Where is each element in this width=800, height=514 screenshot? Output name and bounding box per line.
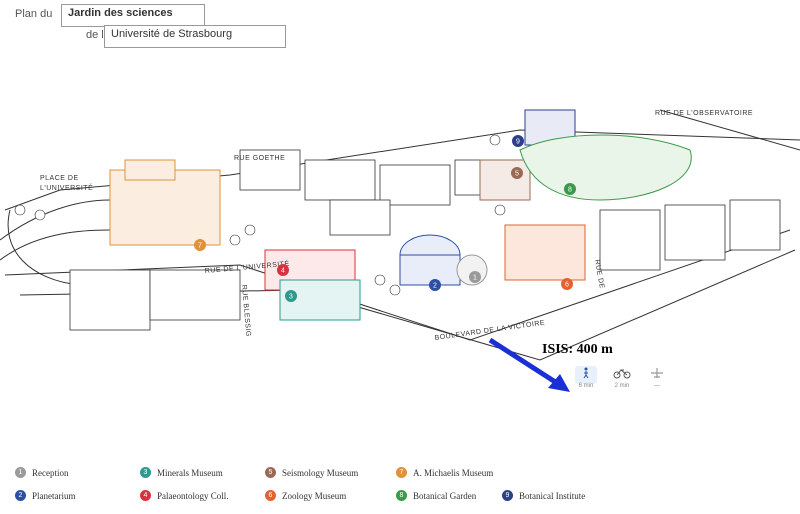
legend-item-michaelis: 7 A. Michaelis Museum <box>396 467 493 478</box>
title-jardin: Jardin des sciences <box>68 7 173 19</box>
svg-text:8: 8 <box>568 187 572 194</box>
legend-item-seismology: 5 Seismology Museum <box>265 467 358 478</box>
street-place-1: PLACE DE <box>40 175 79 182</box>
legend-label: A. Michaelis Museum <box>413 467 494 478</box>
isis-arrow <box>488 337 562 388</box>
street-observatoire: RUE DE L'OBSERVATOIRE <box>655 110 753 117</box>
svg-text:6: 6 <box>565 282 569 289</box>
legend-dot: 6 <box>265 490 276 501</box>
marker-1-label: 1 <box>473 275 477 282</box>
svg-text:9: 9 <box>516 139 520 146</box>
marker-institute <box>512 135 524 147</box>
title-field-universite: Université de Strasbourg <box>104 25 286 48</box>
legend-label: Seismology Museum <box>282 467 359 478</box>
street-blessig: RUE BLESSIG <box>240 285 252 338</box>
legend-item-reception: 1 Reception <box>15 467 69 478</box>
legend-dot: 4 <box>140 490 151 501</box>
legend-dot: 8 <box>396 490 407 501</box>
legend-item-garden: 8 Botanical Garden <box>396 490 476 501</box>
plane-icon <box>651 368 663 378</box>
street-victoire: BOULEVARD DE LA VICTOIRE <box>434 320 545 342</box>
marker-michaelis <box>194 239 206 251</box>
title-de: de l' <box>86 29 106 41</box>
legend-label: Botanical Garden <box>413 490 477 501</box>
legend-dot: 1 <box>15 467 26 478</box>
svg-text:5: 5 <box>515 171 519 178</box>
svg-text:2: 2 <box>433 283 437 290</box>
legend-item-zoology: 6 Zoology Museum <box>265 490 346 501</box>
bike-time: 2 min <box>614 383 630 389</box>
legend-item-minerals: 3 Minerals Museum <box>140 467 223 478</box>
legend-label: Botanical Institute <box>519 490 586 501</box>
legend-dot: 5 <box>265 467 276 478</box>
svg-text:4: 4 <box>281 268 285 275</box>
campus-map: RUE GOETHE RUE DE L'OBSERVATOIRE BOULEVA… <box>0 109 800 392</box>
bike-icon <box>613 369 631 379</box>
isis-distance: ISIS: 400 m <box>542 342 613 357</box>
marker-planetarium <box>429 279 441 291</box>
legend-label: Minerals Museum <box>157 467 223 478</box>
marker-palaeontology <box>277 264 289 276</box>
legend-dot: 7 <box>396 467 407 478</box>
legend-item-planetarium: 2 Planetarium <box>15 490 76 501</box>
walk-time: 6 min <box>578 383 594 389</box>
marker-garden <box>564 183 576 195</box>
title-universite: Université de Strasbourg <box>111 28 233 40</box>
marker-minerals <box>285 290 297 302</box>
svg-text:3: 3 <box>289 294 293 301</box>
legend-item-palaeontology: 4 Palaeontology Coll. <box>140 490 229 501</box>
bike-mode[interactable] <box>611 366 633 384</box>
legend-label: Zoology Museum <box>282 490 347 501</box>
legend-label: Palaeontology Coll. <box>157 490 229 501</box>
walk-icon <box>583 367 589 379</box>
plane-time: — <box>654 383 660 389</box>
street-goethe: RUE GOETHE <box>234 155 285 162</box>
plane-mode[interactable] <box>646 366 668 384</box>
legend-dot: 9 <box>502 490 513 501</box>
legend-dot: 2 <box>15 490 26 501</box>
marker-seismology <box>511 167 523 179</box>
legend-label: Planetarium <box>32 490 76 501</box>
marker-reception <box>469 271 481 283</box>
street-place-2: L'UNIVERSITÉ <box>40 183 93 192</box>
legend-item-institute: 9 Botanical Institute <box>502 490 585 501</box>
legend-dot: 3 <box>140 467 151 478</box>
title-prefix: Plan du <box>15 8 53 20</box>
walk-mode[interactable] <box>575 366 597 384</box>
svg-text:7: 7 <box>198 243 202 250</box>
legend-label: Reception <box>32 467 69 478</box>
title-field-jardin: Jardin des sciences <box>61 4 205 27</box>
marker-zoology <box>561 278 573 290</box>
